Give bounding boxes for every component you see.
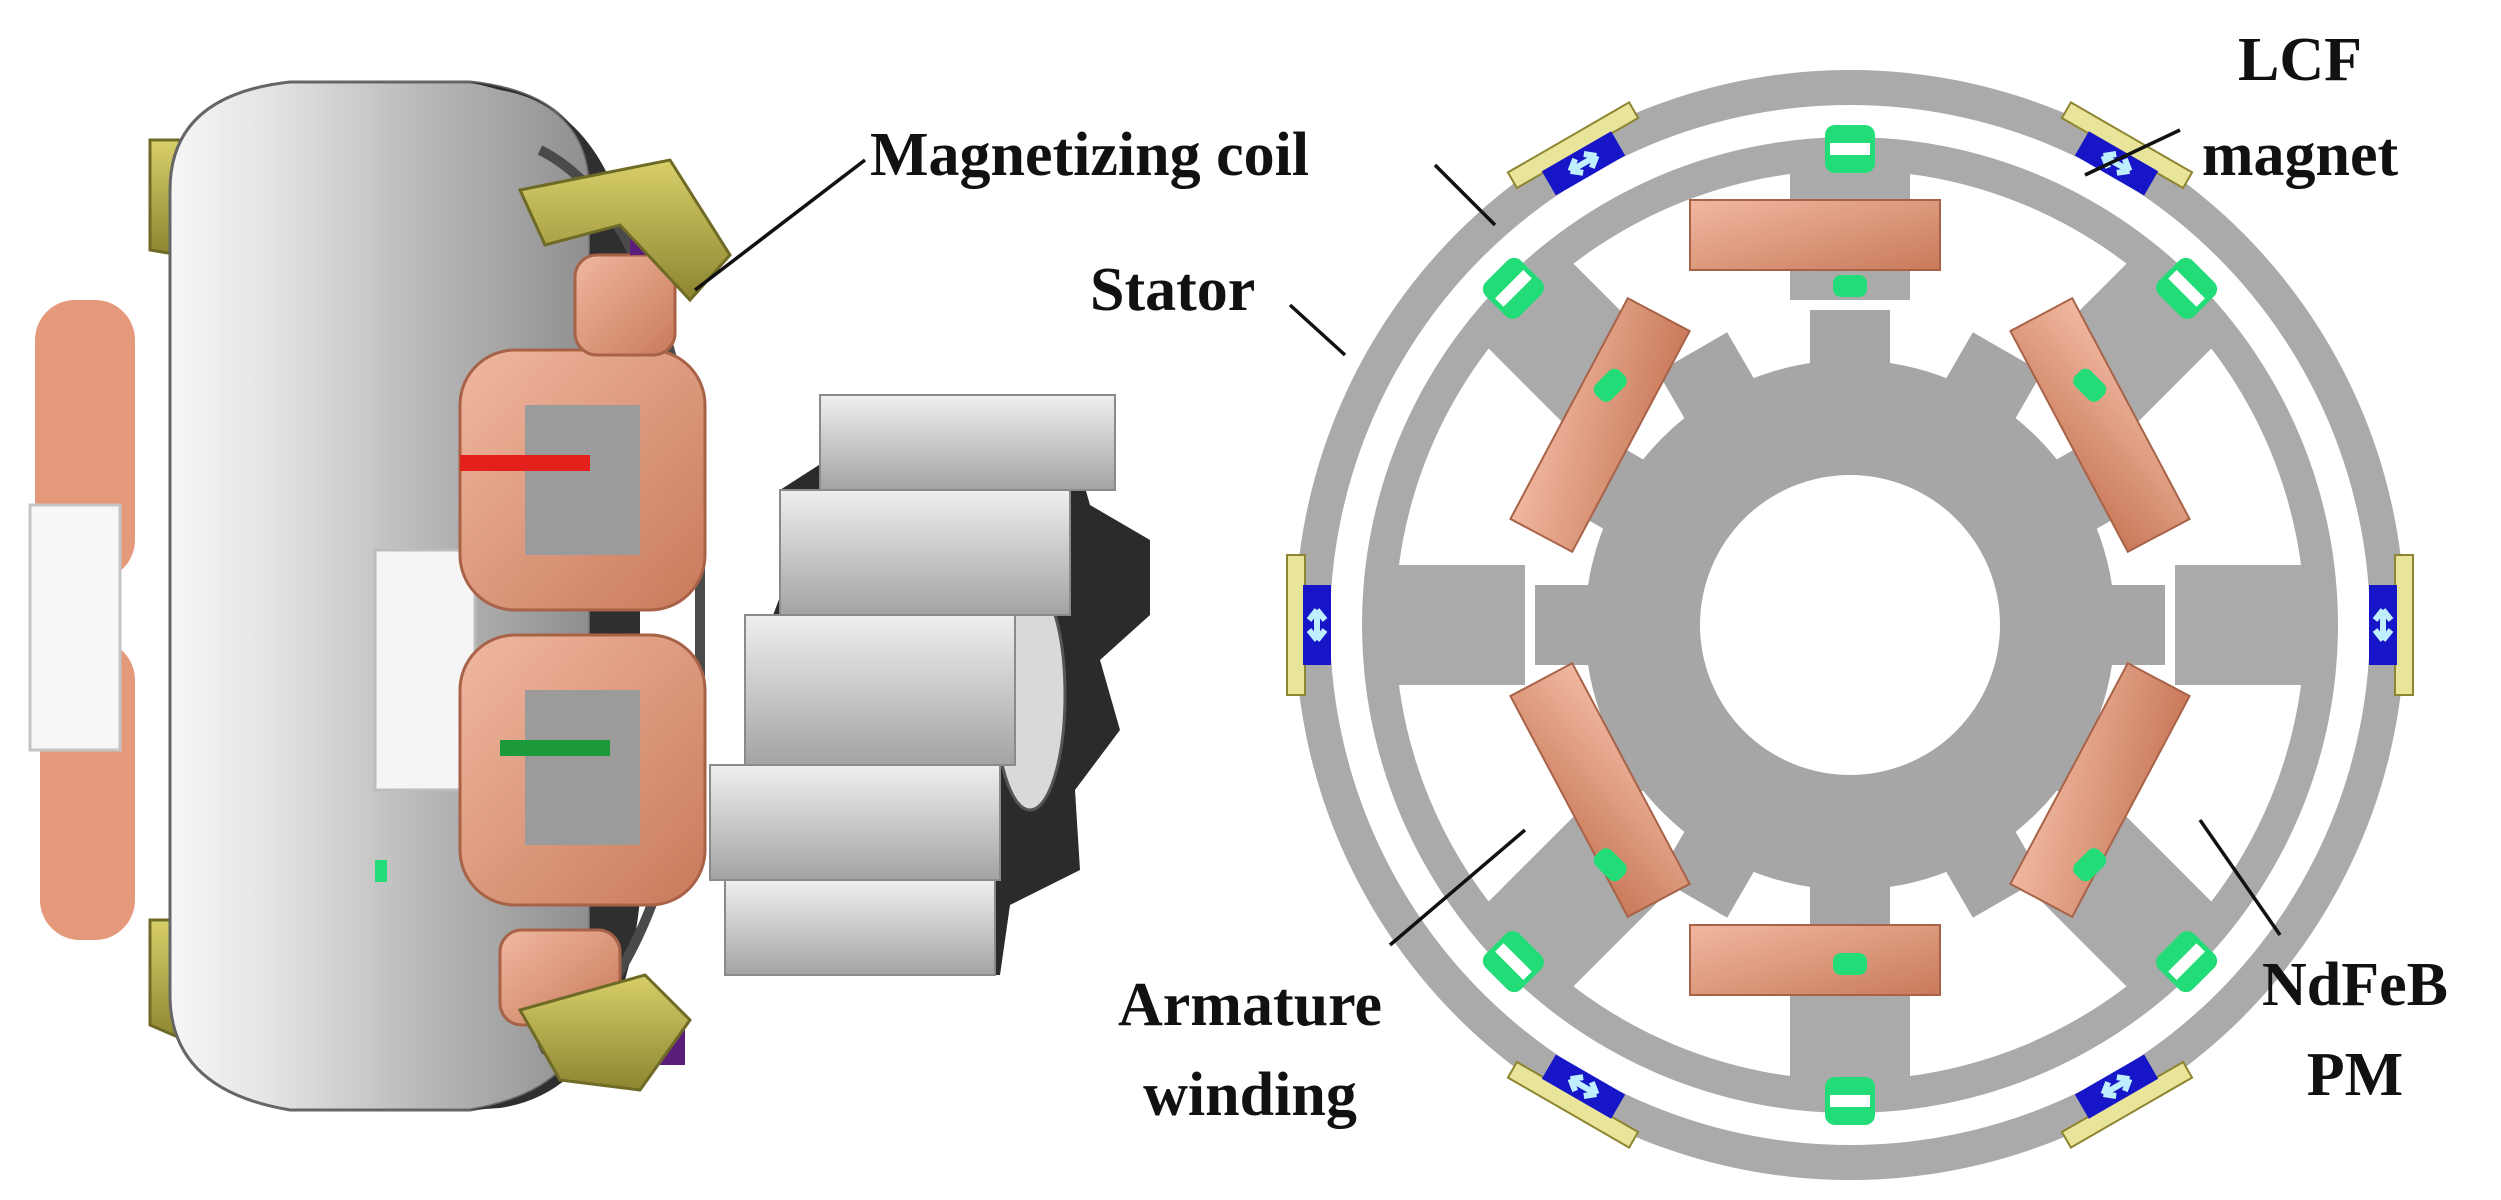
leader-lines	[693, 128, 2282, 947]
magnetization-arrow-icon	[2100, 1074, 2133, 1099]
exploded-3d-view	[28, 80, 1150, 1112]
label-lcf-magnet-line2: magnet	[2202, 121, 2399, 189]
armature-winding	[1689, 924, 1941, 996]
magnet-bit-green	[375, 860, 387, 882]
armature-winding	[1509, 296, 1691, 554]
stator-tooth	[2175, 565, 2325, 685]
ndfeb-pm-small	[1833, 953, 1867, 975]
ndfeb-pm-small	[1593, 368, 1627, 402]
rotor-tooth-3d	[709, 764, 1001, 881]
label-armature-line1: Armature	[1118, 971, 1382, 1039]
leader-stator	[1288, 303, 1347, 357]
label-armature-line2: winding	[1143, 1061, 1357, 1129]
armature-coil-window-3d	[525, 690, 640, 845]
rotor-3d	[709, 394, 1150, 976]
armature-winding	[2009, 296, 2191, 554]
rotor-tooth-3d	[724, 879, 996, 976]
label-magnetizing-coil: Magnetizing coil	[870, 121, 1309, 189]
rotor-shaft-bore	[1700, 475, 2000, 775]
leader-magnetizing-coil-right	[1433, 163, 1497, 227]
armature-winding	[1509, 661, 1691, 919]
leader-lcf-magnet	[2084, 128, 2181, 177]
magnet-bit-red	[460, 455, 590, 471]
magnetization-arrow-icon	[2372, 608, 2394, 642]
magnetizing-coil-3d	[517, 158, 732, 303]
rotor-tooth-3d	[819, 394, 1116, 491]
stator-tooth	[1375, 565, 1525, 685]
magnetization-arrow-icon	[2100, 151, 2133, 176]
lcf-magnets	[1286, 101, 2414, 1149]
cross-section-view	[1286, 70, 2414, 1180]
label-ndfeb-line1: NdFeB	[2262, 951, 2448, 1019]
stator-tooth-3d	[28, 503, 122, 752]
magnetization-arrow-icon	[1567, 1074, 1600, 1099]
rotor-tooth-3d	[779, 489, 1071, 616]
armature-winding	[1689, 199, 1941, 271]
armature-windings	[1509, 199, 2191, 996]
magnetization-arrow-icon	[1306, 608, 1328, 642]
ndfeb-pm-small	[1833, 275, 1867, 297]
label-lcf-magnet-line1: LCF	[2238, 26, 2362, 94]
ndfeb-pm-small	[2073, 848, 2107, 882]
leader-ndfeb-pm	[2198, 819, 2282, 936]
magnetizing-coil	[1286, 554, 1306, 696]
magnetizing-coil	[2394, 554, 2414, 696]
leader-armature-winding	[1388, 828, 1527, 947]
rotor-tooth-3d	[744, 614, 1016, 766]
magnetization-arrow-icon	[1567, 151, 1600, 176]
armature-winding	[2009, 661, 2191, 919]
leader-magnetizing-coil	[693, 158, 867, 292]
label-stator: Stator	[1090, 256, 1255, 324]
armature-coil-window-3d	[525, 405, 640, 555]
ndfeb-pm-small	[2073, 368, 2107, 402]
label-ndfeb-line2: PM	[2307, 1041, 2403, 1109]
labels: Magnetizing coil LCF magnet Stator Armat…	[870, 26, 2448, 1129]
armature-coil-3d	[573, 253, 677, 357]
ndfeb-pm-small	[1593, 848, 1627, 882]
magnetizing-coil-3d	[517, 973, 692, 1092]
magnet-bit-green	[500, 740, 610, 756]
